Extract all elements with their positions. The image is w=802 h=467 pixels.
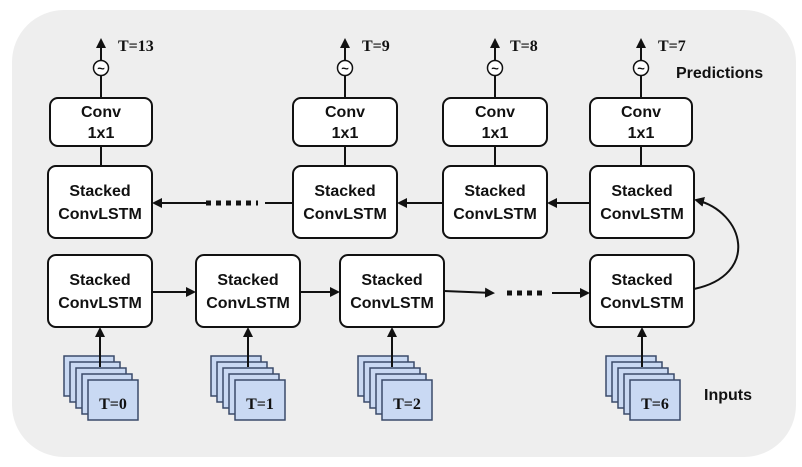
- lstm-label-line1: Stacked: [314, 183, 375, 200]
- lstm-label-line1: Stacked: [611, 272, 672, 289]
- lstm-label-line2: ConvLSTM: [206, 295, 290, 312]
- activation-icon: [632, 59, 650, 77]
- encoder-lstm-box-2: [195, 254, 301, 328]
- output-time-label: T=7: [658, 38, 686, 55]
- conv-kernel-label: 1x1: [88, 125, 115, 142]
- conv-label: Conv: [81, 104, 121, 121]
- encoder-lstm-box-1: [47, 254, 153, 328]
- encoder-recurrent-arrow: [443, 287, 495, 298]
- conv-label: Conv: [621, 104, 661, 121]
- lstm-label-line2: ConvLSTM: [350, 295, 434, 312]
- lstm-label-line1: Stacked: [69, 272, 130, 289]
- encoder-lstm-box-3: [339, 254, 445, 328]
- predictions-label: Predictions: [676, 65, 763, 82]
- lstm-label-line1: Stacked: [69, 183, 130, 200]
- lstm-label-line2: ConvLSTM: [453, 206, 537, 223]
- lstm-label-line2: ConvLSTM: [600, 206, 684, 223]
- activation-icon: [486, 59, 504, 77]
- input-frame-stack-3: [357, 355, 433, 421]
- lstm-label-line1: Stacked: [217, 272, 278, 289]
- lstm-label-line1: Stacked: [611, 183, 672, 200]
- input-frame-stack-4: [605, 355, 681, 421]
- decoder-lstm-box-1: [47, 165, 153, 239]
- activation-symbol: ~: [491, 61, 499, 76]
- conv-kernel-label: 1x1: [482, 125, 509, 142]
- lstm-label-line2: ConvLSTM: [303, 206, 387, 223]
- lstm-label-line1: Stacked: [464, 183, 525, 200]
- decoder-lstm-box-2: [292, 165, 398, 239]
- lstm-label-line1: Stacked: [361, 272, 422, 289]
- activation-icon: [336, 59, 354, 77]
- input-frame-stack-1: [63, 355, 139, 421]
- activation-symbol: ~: [637, 61, 645, 76]
- conv-kernel-label: 1x1: [332, 125, 359, 142]
- output-time-label: T=9: [362, 38, 390, 55]
- lstm-label-line2: ConvLSTM: [600, 295, 684, 312]
- output-time-label: T=8: [510, 38, 538, 55]
- activation-symbol: ~: [97, 61, 105, 76]
- activation-icon: [92, 59, 110, 77]
- conv-label: Conv: [325, 104, 365, 121]
- input-frame-stack-2: [210, 355, 286, 421]
- decoder-lstm-box-4: [589, 165, 695, 239]
- input-time-label: T=0: [99, 396, 127, 413]
- lstm-label-line2: ConvLSTM: [58, 295, 142, 312]
- conv-kernel-label: 1x1: [628, 125, 655, 142]
- lstm-label-line2: ConvLSTM: [58, 206, 142, 223]
- conv-label: Conv: [475, 104, 515, 121]
- activation-symbol: ~: [341, 61, 349, 76]
- input-time-label: T=2: [393, 396, 421, 413]
- encoder-to-decoder-arrow: [693, 197, 740, 290]
- encoder-lstm-box-4: [589, 254, 695, 328]
- decoder-lstm-box-3: [442, 165, 548, 239]
- inputs-label: Inputs: [704, 387, 752, 404]
- output-time-label: T=13: [118, 38, 154, 55]
- input-time-label: T=1: [246, 396, 274, 413]
- input-time-label: T=6: [641, 396, 669, 413]
